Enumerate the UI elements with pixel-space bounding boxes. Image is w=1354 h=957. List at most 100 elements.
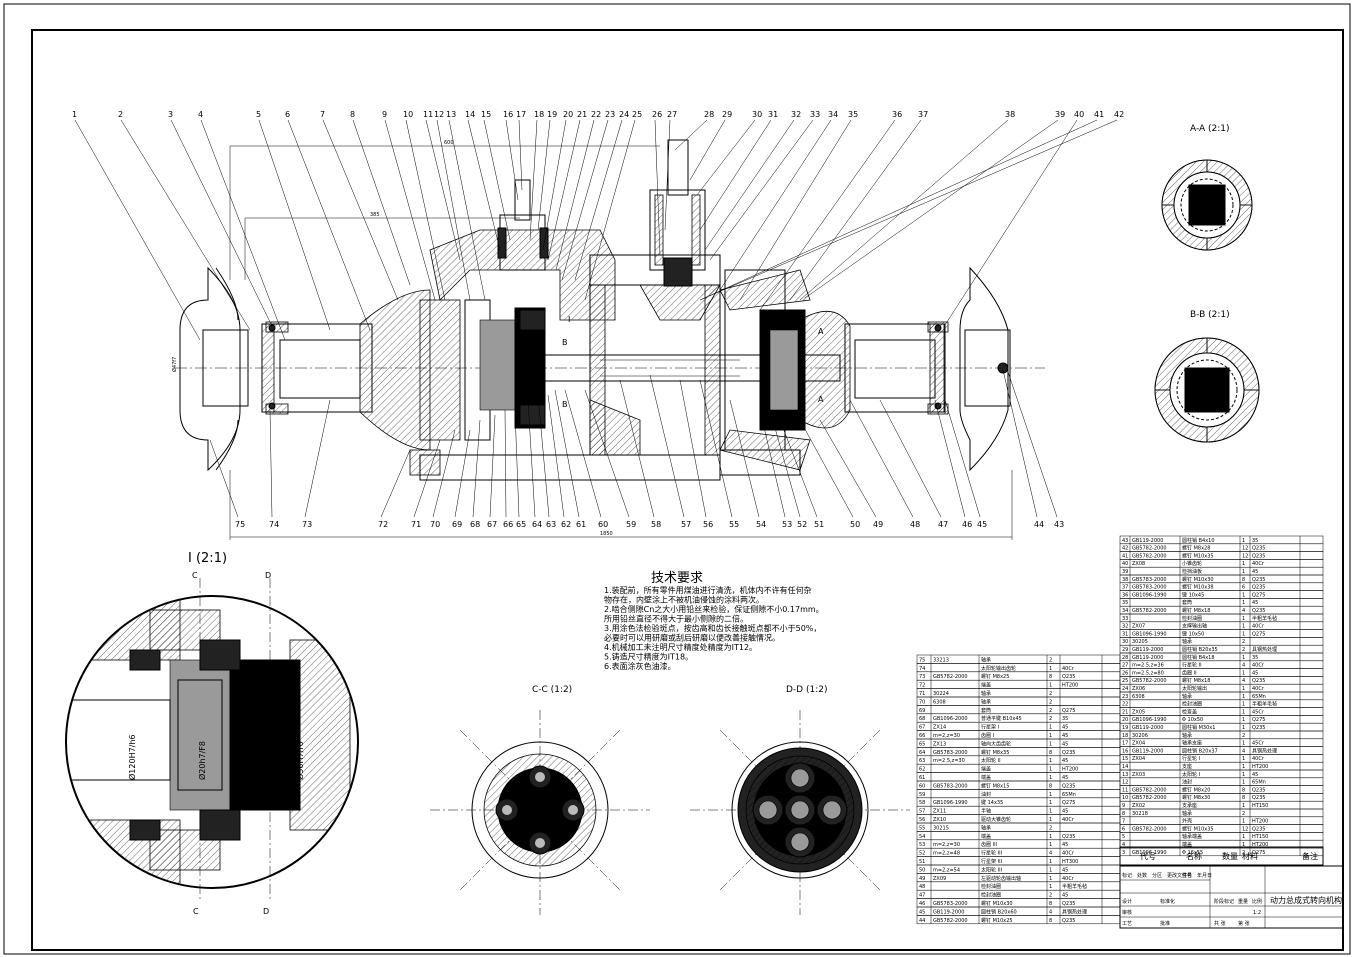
bom-cell-0: 46 [919,901,925,907]
bom-cell-4: HT200 [1252,842,1268,848]
bom-cell-0: 44 [919,918,925,924]
bom-cell-2: 圆柱销 B20x35 [1182,646,1218,653]
callout-top-40: 40 [1074,110,1084,119]
callout-top-17: 17 [516,110,526,119]
callout-top-37: 37 [918,110,928,119]
bom-cell-4: Q235 [1252,585,1265,591]
callout-top-25: 25 [632,110,642,119]
bom-cell-1: ZX06 [1132,686,1145,692]
bom-cell-3: 1 [1242,631,1245,637]
bom-cell-0: 66 [919,733,925,739]
bom-cell-1: m=2.5,z=36 [1132,663,1164,669]
bom-header-qty: 数量 [1222,851,1238,861]
bom-cell-2: 油封 [1182,779,1192,786]
bom-cell-3: 1 [1242,725,1245,731]
callout-top-19: 19 [547,110,557,119]
bom-cell-4: 45 [1062,741,1068,747]
bom-cell-1: m=2,z=48 [933,851,960,857]
bom-cell-2: 太阳轮 III [981,866,1002,873]
callout-bottom-65: 65 [516,520,526,529]
callout-leader-top-12 [436,119,471,301]
callout-leader-bottom-50 [799,419,854,518]
bom-cell-1: ZX13 [933,741,946,747]
bom-cell-2: 螺钉 M8x15 [981,782,1009,789]
tech-line-1: 1.装配前，所有零件用煤油进行清洗，机体内不许有任何杂 [604,585,812,595]
tech-line-4: 所用铅丝直径不得大于最小侧隙的二倍。 [604,614,748,624]
bom-cell-0: 63 [919,758,925,764]
tech-lines: 1.装配前，所有零件用煤油进行清洗，机体内不许有任何杂 物存在，内壁涂上不被机油… [604,585,824,671]
bom-cell-0: 30 [1122,639,1128,645]
right-bell-housing [799,311,851,429]
bom-cell-2: 端盖 [981,774,991,781]
callout-leader-bottom-46 [934,399,966,518]
bom-cell-2: 检封油圈 [981,892,1001,899]
callout-leader-bottom-67 [489,414,496,518]
bom-cell-4: 65Mn [1252,694,1266,700]
bom-cell-3: 8 [1242,795,1245,801]
bom-cell-4: 45 [1062,725,1068,731]
bom-cell-4: Q275 [1062,708,1075,714]
bom-cell-0: 45 [919,909,925,915]
bom-cell-1: GB1096-1990 [1132,717,1167,723]
main-dimensions: 600 385 1850 Ø47f7 [171,140,1013,540]
bom-cell-2: 螺钉 M8x30 [1182,794,1210,801]
callout-leader-bottom-65 [514,409,520,518]
bom-cell-2: 轴承支座 [1182,740,1202,747]
bom-cell-0: 50 [919,867,925,873]
bom-cell-3: 12 [1242,826,1248,832]
tb-approve: 批准 [1160,920,1170,927]
bom-cell-0: 31 [1122,631,1128,637]
callout-leader-bottom-74 [269,409,273,518]
bom-cell-1: GB119-2000 [1132,647,1163,653]
bom-cell-3: 8 [1242,787,1245,793]
bom-cell-3: 1 [1242,655,1245,661]
callout-leader-top-35 [739,119,852,301]
bom-cell-2: 轴承 [1182,810,1192,817]
bom-cell-1: ZX09 [933,876,946,882]
callout-leader-bottom-71 [413,439,441,518]
bom-cell-3: 1 [1242,702,1245,708]
left-wheel-hub [179,266,241,472]
bom-cell-0: 40 [1122,561,1128,567]
bom-cell-1: ZX04 [1132,741,1145,747]
bom-cell-0: 10 [1122,795,1128,801]
callout-bottom-67: 67 [487,520,497,529]
bom-cell-2: 圆柱销 M30x1 [1182,724,1215,731]
bom-cell-4: Q235 [1252,546,1265,552]
bom-cell-2: 螺钉 M8x18 [1182,677,1210,684]
callout-leader-top-19 [537,119,551,231]
tb-row1-1: 处数 [1137,872,1147,879]
bom-cell-3: 1 [1049,842,1052,848]
tb-process: 工艺 [1122,921,1132,927]
bom-cell-3: 4 [1242,678,1245,684]
bom-cell-4: 45 [1062,867,1068,873]
bom-cell-2: 螺钉 M8x18 [1182,607,1210,614]
view-cc-title: C-C (1:2) [532,685,572,695]
callout-bottom-66: 66 [503,520,513,529]
bom-cell-3: 1 [1049,834,1052,840]
bom-cell-3: 8 [1049,783,1052,789]
bom-cell-0: 51 [919,859,925,865]
callout-top-15: 15 [481,110,491,119]
callout-leader-top-1 [74,119,201,341]
bom-cell-3: 2 [1049,708,1052,714]
callout-bottom-43: 43 [1054,520,1064,529]
callout-bottom-61: 61 [576,520,586,529]
bom-cell-1: ZX02 [1132,803,1145,809]
bom-cell-2: 支座 [1182,763,1192,770]
bom-cell-0: 53 [919,842,925,848]
bom-cell-2: 太阳轮 I [1182,771,1200,778]
bom-cell-1: ZX03 [1132,772,1145,778]
callout-top-41: 41 [1094,110,1104,119]
